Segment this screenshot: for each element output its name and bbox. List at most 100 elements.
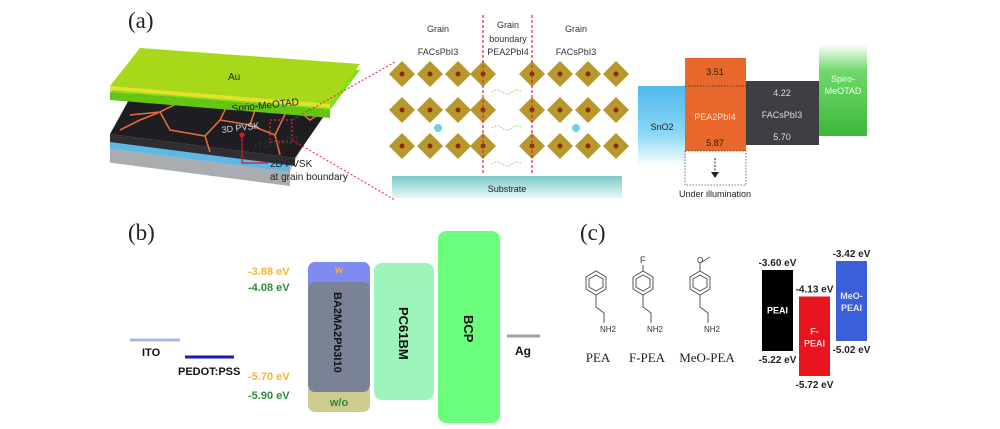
lead-atom <box>427 71 433 77</box>
ag-label: Ag <box>515 344 531 358</box>
sno2-band <box>638 86 686 166</box>
meo-pea-molecule <box>689 256 711 323</box>
lead-atom <box>585 143 591 149</box>
right-grain-label: Grain <box>565 24 587 34</box>
lead-atom <box>585 71 591 77</box>
panel-a-label: (a) <box>128 8 154 33</box>
pea-top-value: 3.51 <box>706 67 724 77</box>
lumo-label: -3.42 eV <box>833 249 871 260</box>
left-grain-label: Grain <box>427 24 449 34</box>
pcbm-label: PC61BM <box>396 307 411 360</box>
vb-wo-value: -5.90 eV <box>248 390 290 402</box>
bcp-band <box>438 231 500 423</box>
lead-atom <box>613 143 619 149</box>
facs-band <box>746 81 819 145</box>
fluorine-label: F <box>640 255 646 265</box>
au-label: Au <box>228 72 240 83</box>
oxygen-label: O <box>697 256 703 265</box>
pea-label: PEA2PbI4 <box>694 112 736 122</box>
lead-atom <box>455 107 461 113</box>
pedot-label: PEDOT:PSS <box>178 366 240 378</box>
substrate-label: Substrate <box>488 184 527 194</box>
nh2-label-fpea: NH2 <box>647 325 664 334</box>
pea-spacer <box>491 125 523 131</box>
panel-b-label: (b) <box>128 220 155 245</box>
spiro-band <box>819 44 867 136</box>
molecule-name-meopea: MeO-PEA <box>679 350 735 365</box>
molecule-structures: F O NH2 NH2 NH2 PEA F-PEA MeO-PEA <box>585 255 735 365</box>
lumo-label: -3.60 eV <box>759 258 797 269</box>
callout-line2: at grain boundary <box>270 172 348 183</box>
lead-atom <box>399 143 405 149</box>
molecule-name-pea: PEA <box>586 350 611 365</box>
zoom-region-box <box>269 119 293 143</box>
illumination-label: Under illumination <box>679 189 751 199</box>
bar-name-line1: F- <box>810 326 819 336</box>
cs-atom <box>572 124 580 132</box>
lumo-label: -4.13 eV <box>796 285 834 296</box>
callout-line <box>241 135 268 164</box>
pvsk-front <box>110 134 295 166</box>
lead-atom <box>557 71 563 77</box>
sno2-label: SnO2 <box>650 122 673 132</box>
bar-name-line1: MeO- <box>840 291 863 301</box>
bar-name: PEAI <box>767 306 788 316</box>
homo-label: -5.72 eV <box>796 380 834 390</box>
lead-atom <box>585 107 591 113</box>
spiro-label-2: MeOTAD <box>825 86 862 96</box>
boundary-formula: PEA2PbI4 <box>487 47 529 57</box>
cs-atom <box>434 124 442 132</box>
pcbm-band <box>374 263 434 400</box>
pea-spacer <box>491 161 523 167</box>
perovskite-label: BA2MA2Pb3I10 <box>331 292 343 373</box>
illumination-box <box>684 150 747 186</box>
lead-atom <box>613 107 619 113</box>
lead-atom <box>557 143 563 149</box>
lead-atom <box>557 107 563 113</box>
right-grain-formula: FACsPbI3 <box>556 47 597 57</box>
pea-band <box>685 58 746 151</box>
spiro-label-1: Spiro- <box>831 74 855 84</box>
bar-name-line2: PEAI <box>841 303 862 313</box>
lead-atom <box>399 107 405 113</box>
pea-bottom-value: 5.87 <box>706 138 724 148</box>
lead-atom <box>455 143 461 149</box>
spiro-front <box>110 92 330 118</box>
bar-name-line2: PEAI <box>804 338 825 348</box>
callout-line1: 2D PVSK <box>270 159 313 170</box>
lead-atom <box>427 143 433 149</box>
substrate <box>392 176 622 198</box>
bcp-label: BCP <box>461 315 476 343</box>
vb-w-value: -5.70 eV <box>248 371 290 383</box>
ito-sno2-front <box>110 148 290 186</box>
f-pea-molecule <box>632 265 654 323</box>
au-edge <box>110 86 330 108</box>
sno2-layer <box>110 140 290 172</box>
facs-label: FACsPbI3 <box>762 110 803 120</box>
band-diagram-b: ITO PEDOT:PSS -3.88 eV -4.08 eV -5.70 eV… <box>130 231 540 423</box>
pvsk-label: 3D PVSK <box>221 120 260 135</box>
perovskite-band <box>308 282 370 392</box>
pea-spacer <box>491 89 523 95</box>
boundary-label-2: boundary <box>489 34 527 44</box>
au-top <box>110 48 360 104</box>
facs-top-value: 4.22 <box>773 88 791 98</box>
callout-dot <box>239 132 245 138</box>
arrow-head-icon <box>711 172 719 178</box>
panel-c-label: (c) <box>580 220 606 245</box>
band-diagram-a: SnO2 3.51 PEA2PbI4 5.87 Under illuminati… <box>638 44 867 199</box>
lead-atom <box>480 71 486 77</box>
nh2-label-pea: NH2 <box>600 325 617 334</box>
boundary-label-1: Grain <box>497 20 519 30</box>
device-stack-illustration: Au Sprio-MeOTAD 3D PVSK ITO/SnO2 2D PVSK… <box>110 48 360 186</box>
wo-label: w/o <box>329 397 349 409</box>
w-label: w <box>334 265 343 276</box>
cb-w-value: -3.88 eV <box>248 266 290 278</box>
pea-molecule <box>585 270 607 323</box>
crystal-structure: Grain FACsPbI3 Grain boundary PEA2PbI4 G… <box>389 15 629 198</box>
homo-label: -5.02 eV <box>833 345 871 356</box>
lead-atom <box>427 107 433 113</box>
octahedra-lattice <box>389 61 629 167</box>
lead-atom <box>613 71 619 77</box>
